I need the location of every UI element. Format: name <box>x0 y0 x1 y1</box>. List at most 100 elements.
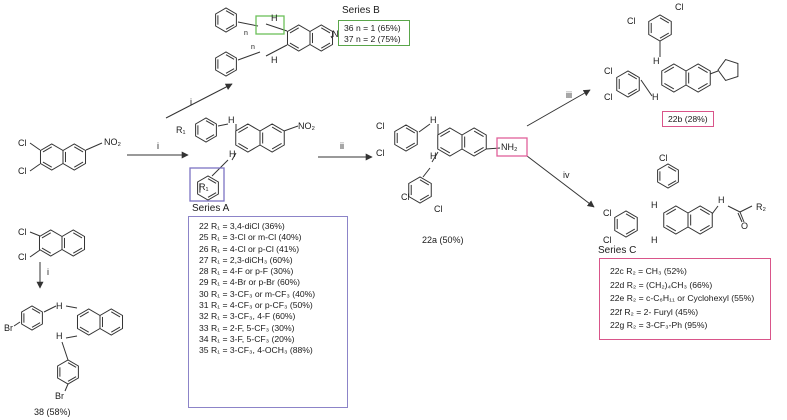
arrow-iv <box>526 155 595 208</box>
bond <box>485 147 501 150</box>
bond <box>265 44 288 57</box>
double-bond <box>73 247 83 254</box>
bond <box>431 151 439 163</box>
series-a-entry: 22 R₁ = 3,4-diCl (36%) <box>199 221 285 231</box>
dichloroquinoxaline-pyrazine-ring <box>38 229 63 257</box>
nh-label: H <box>651 200 658 210</box>
double-bond <box>405 142 416 149</box>
compound-22b-core-pyrazine-ring <box>661 63 687 93</box>
series-c-entry: 22d R₂ = (CH₂)₄CH₃ (66%) <box>610 279 713 290</box>
double-bond <box>205 120 215 126</box>
bond <box>709 70 719 75</box>
bond <box>237 21 259 27</box>
double-bond <box>225 24 235 30</box>
double-bond <box>41 247 51 254</box>
br-label: Br <box>4 323 13 333</box>
cl-label: Cl <box>675 2 684 12</box>
compound-22b-box: 22b (28%) <box>662 111 714 127</box>
series-a-entry: 35 R₁ = 3-CF₃, 4-OCH₃ (88%) <box>199 345 313 356</box>
bond <box>29 163 41 172</box>
double-bond <box>238 143 249 150</box>
reagent-label-iii: iii <box>566 90 572 100</box>
bond <box>29 249 41 258</box>
bond <box>739 211 745 223</box>
bromophenyl-ring <box>21 305 43 331</box>
nh-label: H <box>228 115 235 125</box>
double-bond <box>625 228 636 235</box>
series-a-entry: 25 R₁ = 3-Cl or m-Cl (40%) <box>199 232 302 243</box>
dichlorophenyl-ring <box>616 70 640 98</box>
bond <box>43 305 57 313</box>
dichlorophenyl-ring <box>408 176 432 204</box>
nh-label: H <box>652 92 659 102</box>
double-bond <box>42 161 52 168</box>
compound-38-core-pyrazine-ring <box>76 308 101 336</box>
double-bond <box>79 311 89 318</box>
bromophenyl-ring <box>57 359 79 385</box>
double-bond <box>659 17 670 24</box>
compound-22b-core-benzo-ring <box>685 63 711 93</box>
double-bond <box>207 192 217 198</box>
series-c-box: 22c R₂ = CH₃ (52%) 22d R₂ = (CH₂)₄CH₃ (6… <box>599 258 771 340</box>
series-c-entry: 22e R₂ = c-C₆H₁₁ or Cyclohexyl (55%) <box>610 293 755 303</box>
bond <box>65 305 78 309</box>
bond <box>61 341 69 361</box>
n-label: n <box>244 30 248 37</box>
bond <box>640 79 653 97</box>
nh-label: H <box>271 55 278 65</box>
bond <box>237 51 261 61</box>
compound-22a-core-pyrazine-ring <box>437 127 463 157</box>
series-a-title: Series A <box>192 203 230 214</box>
double-bond <box>664 66 675 73</box>
series-b-entry: 36 n = 1 (65%) <box>344 23 401 33</box>
nh-label: H <box>56 301 63 311</box>
bond <box>217 123 229 127</box>
reagent-label-ii: ii <box>340 141 344 151</box>
bond <box>29 231 41 237</box>
cl-label: Cl <box>603 208 612 218</box>
double-bond <box>31 322 41 328</box>
series-a-box: 22 R₁ = 3,4-diCl (36%) 25 R₁ = 3-Cl or m… <box>188 216 348 408</box>
compound-38-core-benzo-ring <box>99 308 124 336</box>
double-bond <box>238 126 249 133</box>
double-bond <box>79 326 89 333</box>
double-bond <box>289 42 299 49</box>
bond <box>422 167 431 178</box>
double-bond <box>225 10 235 16</box>
series-a-entry: 34 R₁ = 3-F, 5-CF₃ (20%) <box>199 333 295 344</box>
double-bond <box>111 311 121 318</box>
double-bond <box>111 326 121 333</box>
double-bond <box>41 232 51 239</box>
cl-label: Cl <box>627 16 636 26</box>
cl-label: Cl <box>659 153 668 163</box>
double-bond <box>627 73 638 80</box>
compound-22a-core-benzo-ring <box>461 127 487 157</box>
dichlorophenyl-ring <box>657 163 679 189</box>
double-bond <box>321 42 331 49</box>
nh-label: H <box>430 151 437 161</box>
series-a-core-benzo-ring <box>259 123 285 153</box>
double-bond <box>667 166 677 172</box>
double-bond <box>666 225 677 232</box>
aryl-highlight-purple <box>189 167 225 202</box>
double-bond <box>67 376 77 382</box>
series-a-entry: 32 R₁ = 3-CF₃, 4-F (60%) <box>199 311 296 322</box>
double-bond <box>205 134 215 140</box>
dichlorophenyl-ring <box>614 210 638 238</box>
no2-label: NO₂ <box>104 137 121 147</box>
series-c-core-pyrazine-ring <box>663 205 689 235</box>
dichlorophenyl-ring <box>648 14 672 42</box>
cl-label: Cl <box>401 192 410 202</box>
series-b-core-benzo-ring <box>309 24 334 52</box>
series-c-entry: 22g R₂ = 3-CF₃-Ph (95%) <box>610 320 708 330</box>
series-c-title: Series C <box>598 245 637 256</box>
cl-label: Cl <box>604 92 613 102</box>
double-bond <box>666 208 677 215</box>
bond <box>13 321 21 327</box>
cl-label: Cl <box>604 66 613 76</box>
series-a-core-pyrazine-ring <box>235 123 261 153</box>
bond <box>418 123 431 133</box>
nh-label: H <box>229 149 236 159</box>
bond <box>65 335 78 339</box>
